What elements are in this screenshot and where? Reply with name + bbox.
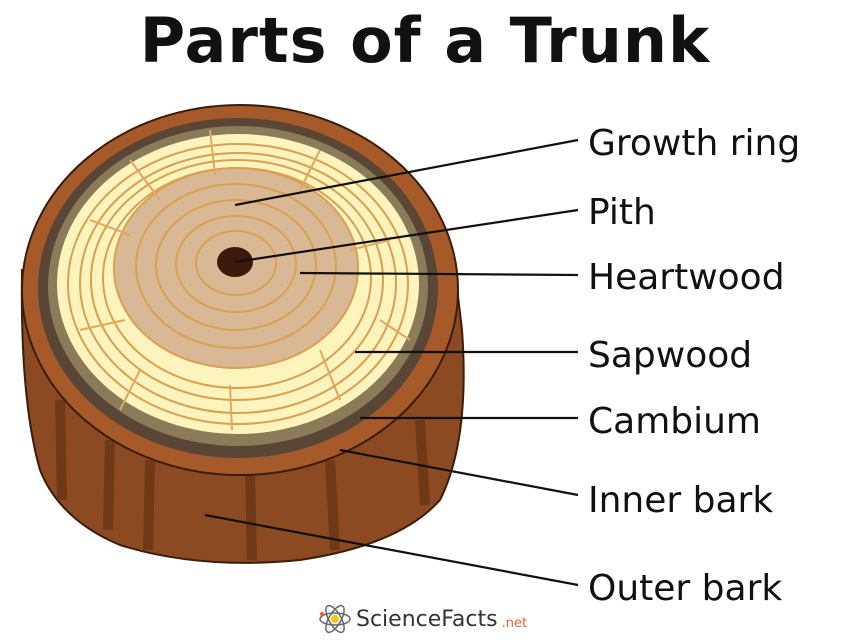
bark-ridges bbox=[55, 399, 430, 561]
logo-name: ScienceFacts bbox=[356, 606, 498, 632]
label-inner-bark: Inner bark bbox=[588, 480, 773, 521]
page-title: Parts of a Trunk bbox=[139, 4, 711, 77]
growth-rings bbox=[135, 183, 337, 349]
sciencefacts-logo: ScienceFacts .net bbox=[318, 602, 527, 636]
trunk-illustration bbox=[20, 104, 465, 564]
label-cambium: Cambium bbox=[588, 401, 761, 442]
label-sapwood: Sapwood bbox=[588, 335, 752, 376]
label-pith: Pith bbox=[588, 192, 656, 233]
logo-suffix: .net bbox=[501, 615, 528, 631]
label-heartwood: Heartwood bbox=[588, 257, 785, 298]
label-outer-bark: Outer bark bbox=[588, 568, 782, 609]
rays bbox=[79, 129, 411, 431]
atom-icon bbox=[319, 604, 351, 634]
leader-lines bbox=[204, 138, 579, 587]
label-growth-ring: Growth ring bbox=[588, 123, 800, 164]
